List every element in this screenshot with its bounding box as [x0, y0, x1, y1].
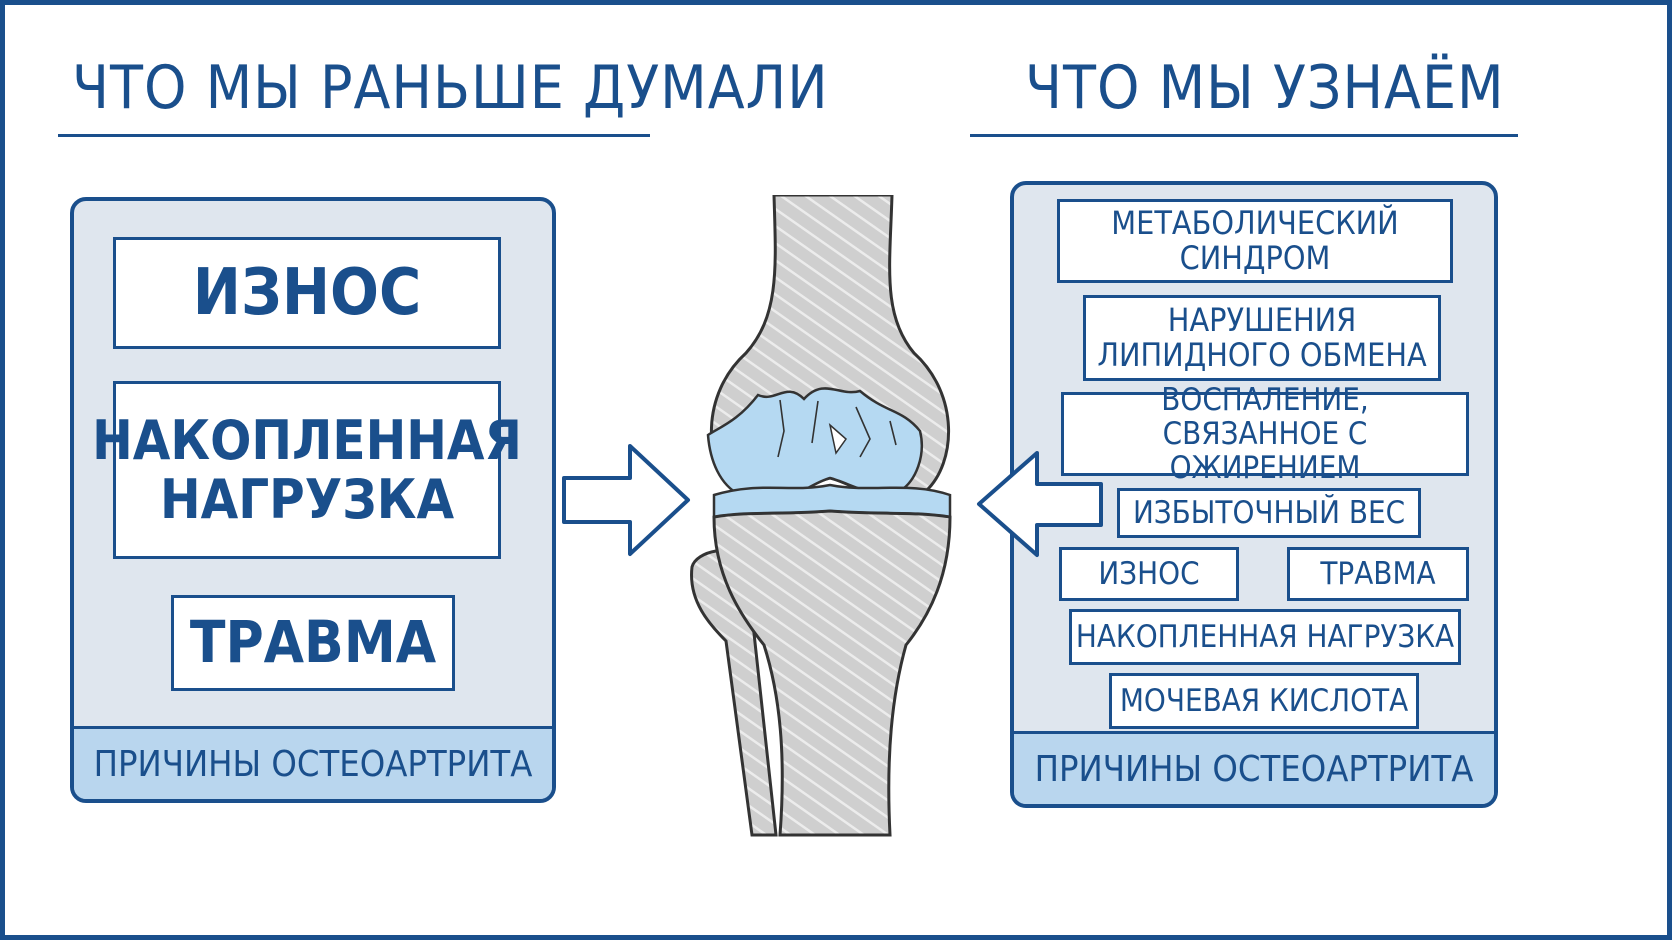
- left-heading: ЧТО МЫ РАНЬШЕ ДУМАЛИ: [72, 53, 829, 123]
- right-cause-trauma: ТРАВМА: [1287, 547, 1469, 601]
- knee-joint-icon: [690, 195, 952, 837]
- right-heading: ЧТО МЫ УЗНАЁМ: [1025, 53, 1505, 123]
- left-causes-panel: ИЗНОС НАКОПЛЕННАЯ НАГРУЗКА ТРАВМА ПРИЧИН…: [70, 197, 556, 803]
- right-heading-underline: [970, 134, 1518, 137]
- left-heading-underline: [58, 134, 650, 137]
- right-cause-wear: ИЗНОС: [1059, 547, 1239, 601]
- left-cause-cumulative-load: НАКОПЛЕННАЯ НАГРУЗКА: [92, 381, 522, 559]
- arrow-left-icon: [977, 451, 1103, 557]
- right-cause-overweight: ИЗБЫТОЧНЫЙ ВЕС: [1117, 488, 1421, 538]
- right-cause-obesity-inflammation: ВОСПАЛЕНИЕ, СВЯЗАННОЕ С ОЖИРЕНИЕМ: [1061, 383, 1469, 485]
- right-cause-metabolic-syndrome: МЕТАБОЛИЧЕСКИЙ СИНДРОМ: [1057, 199, 1453, 283]
- left-cause-wear: ИЗНОС: [113, 237, 501, 349]
- right-causes-panel: МЕТАБОЛИЧЕСКИЙ СИНДРОМ НАРУШЕНИЯ ЛИПИДНО…: [1010, 181, 1498, 808]
- right-cause-lipid-disorders: НАРУШЕНИЯ ЛИПИДНОГО ОБМЕНА: [1083, 295, 1441, 381]
- right-cause-uric-acid: МОЧЕВАЯ КИСЛОТА: [1109, 673, 1419, 729]
- right-cause-cumulative-load: НАКОПЛЕННАЯ НАГРУЗКА: [1069, 609, 1461, 665]
- arrow-right-icon: [562, 444, 690, 556]
- left-panel-footer: ПРИЧИНЫ ОСТЕОАРТРИТА: [74, 726, 552, 799]
- right-panel-footer: ПРИЧИНЫ ОСТЕОАРТРИТА: [1014, 731, 1494, 804]
- left-cause-trauma: ТРАВМА: [171, 595, 455, 691]
